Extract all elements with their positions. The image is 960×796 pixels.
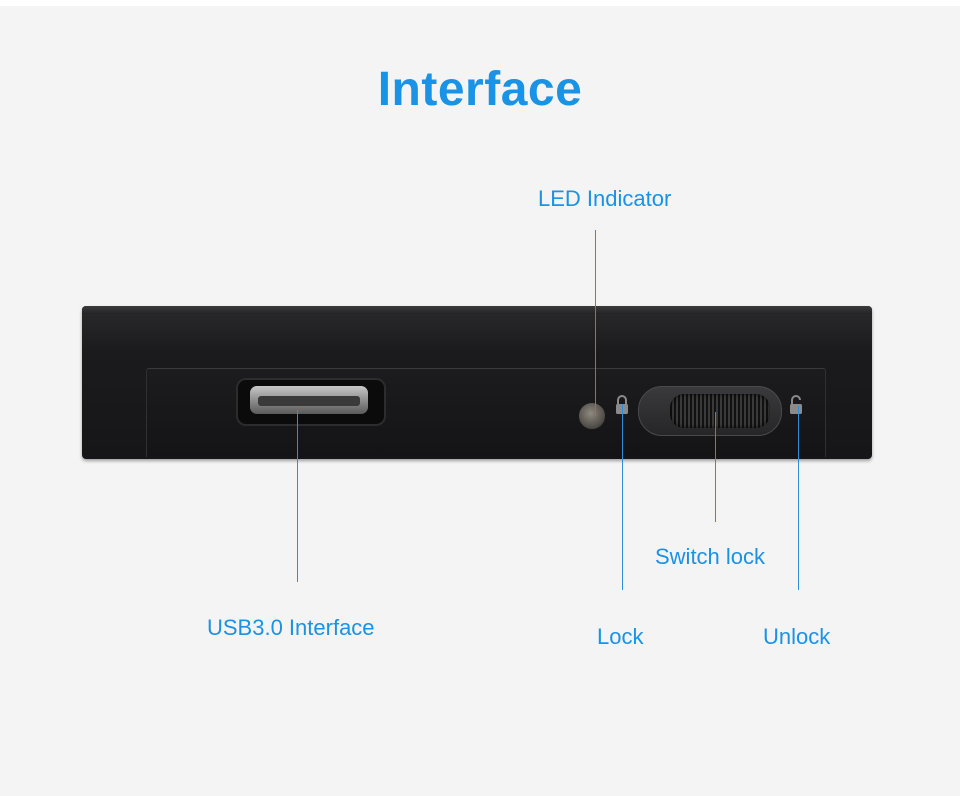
led-indicator: [578, 402, 606, 430]
enclosure-top-edge: [82, 306, 872, 314]
unlock-icon: [790, 395, 802, 414]
led-leader-line: [595, 230, 596, 416]
page-title: Interface: [377, 63, 583, 116]
lock-leader-line: [622, 404, 623, 590]
label-switch-lock: Switch lock: [655, 544, 766, 569]
label-unlock: Unlock: [763, 624, 831, 649]
unlock-leader-line: [798, 406, 799, 590]
label-led-indicator: LED Indicator: [538, 186, 672, 211]
switch-lock-knob[interactable]: [670, 394, 770, 428]
usb-connector-slot: [258, 396, 360, 406]
usb-leader-line: [297, 410, 298, 582]
switch-leader-line: [715, 412, 716, 522]
hard-drive-enclosure: [82, 306, 872, 459]
label-usb-interface: USB3.0 Interface: [207, 615, 375, 640]
label-lock: Lock: [597, 624, 644, 649]
